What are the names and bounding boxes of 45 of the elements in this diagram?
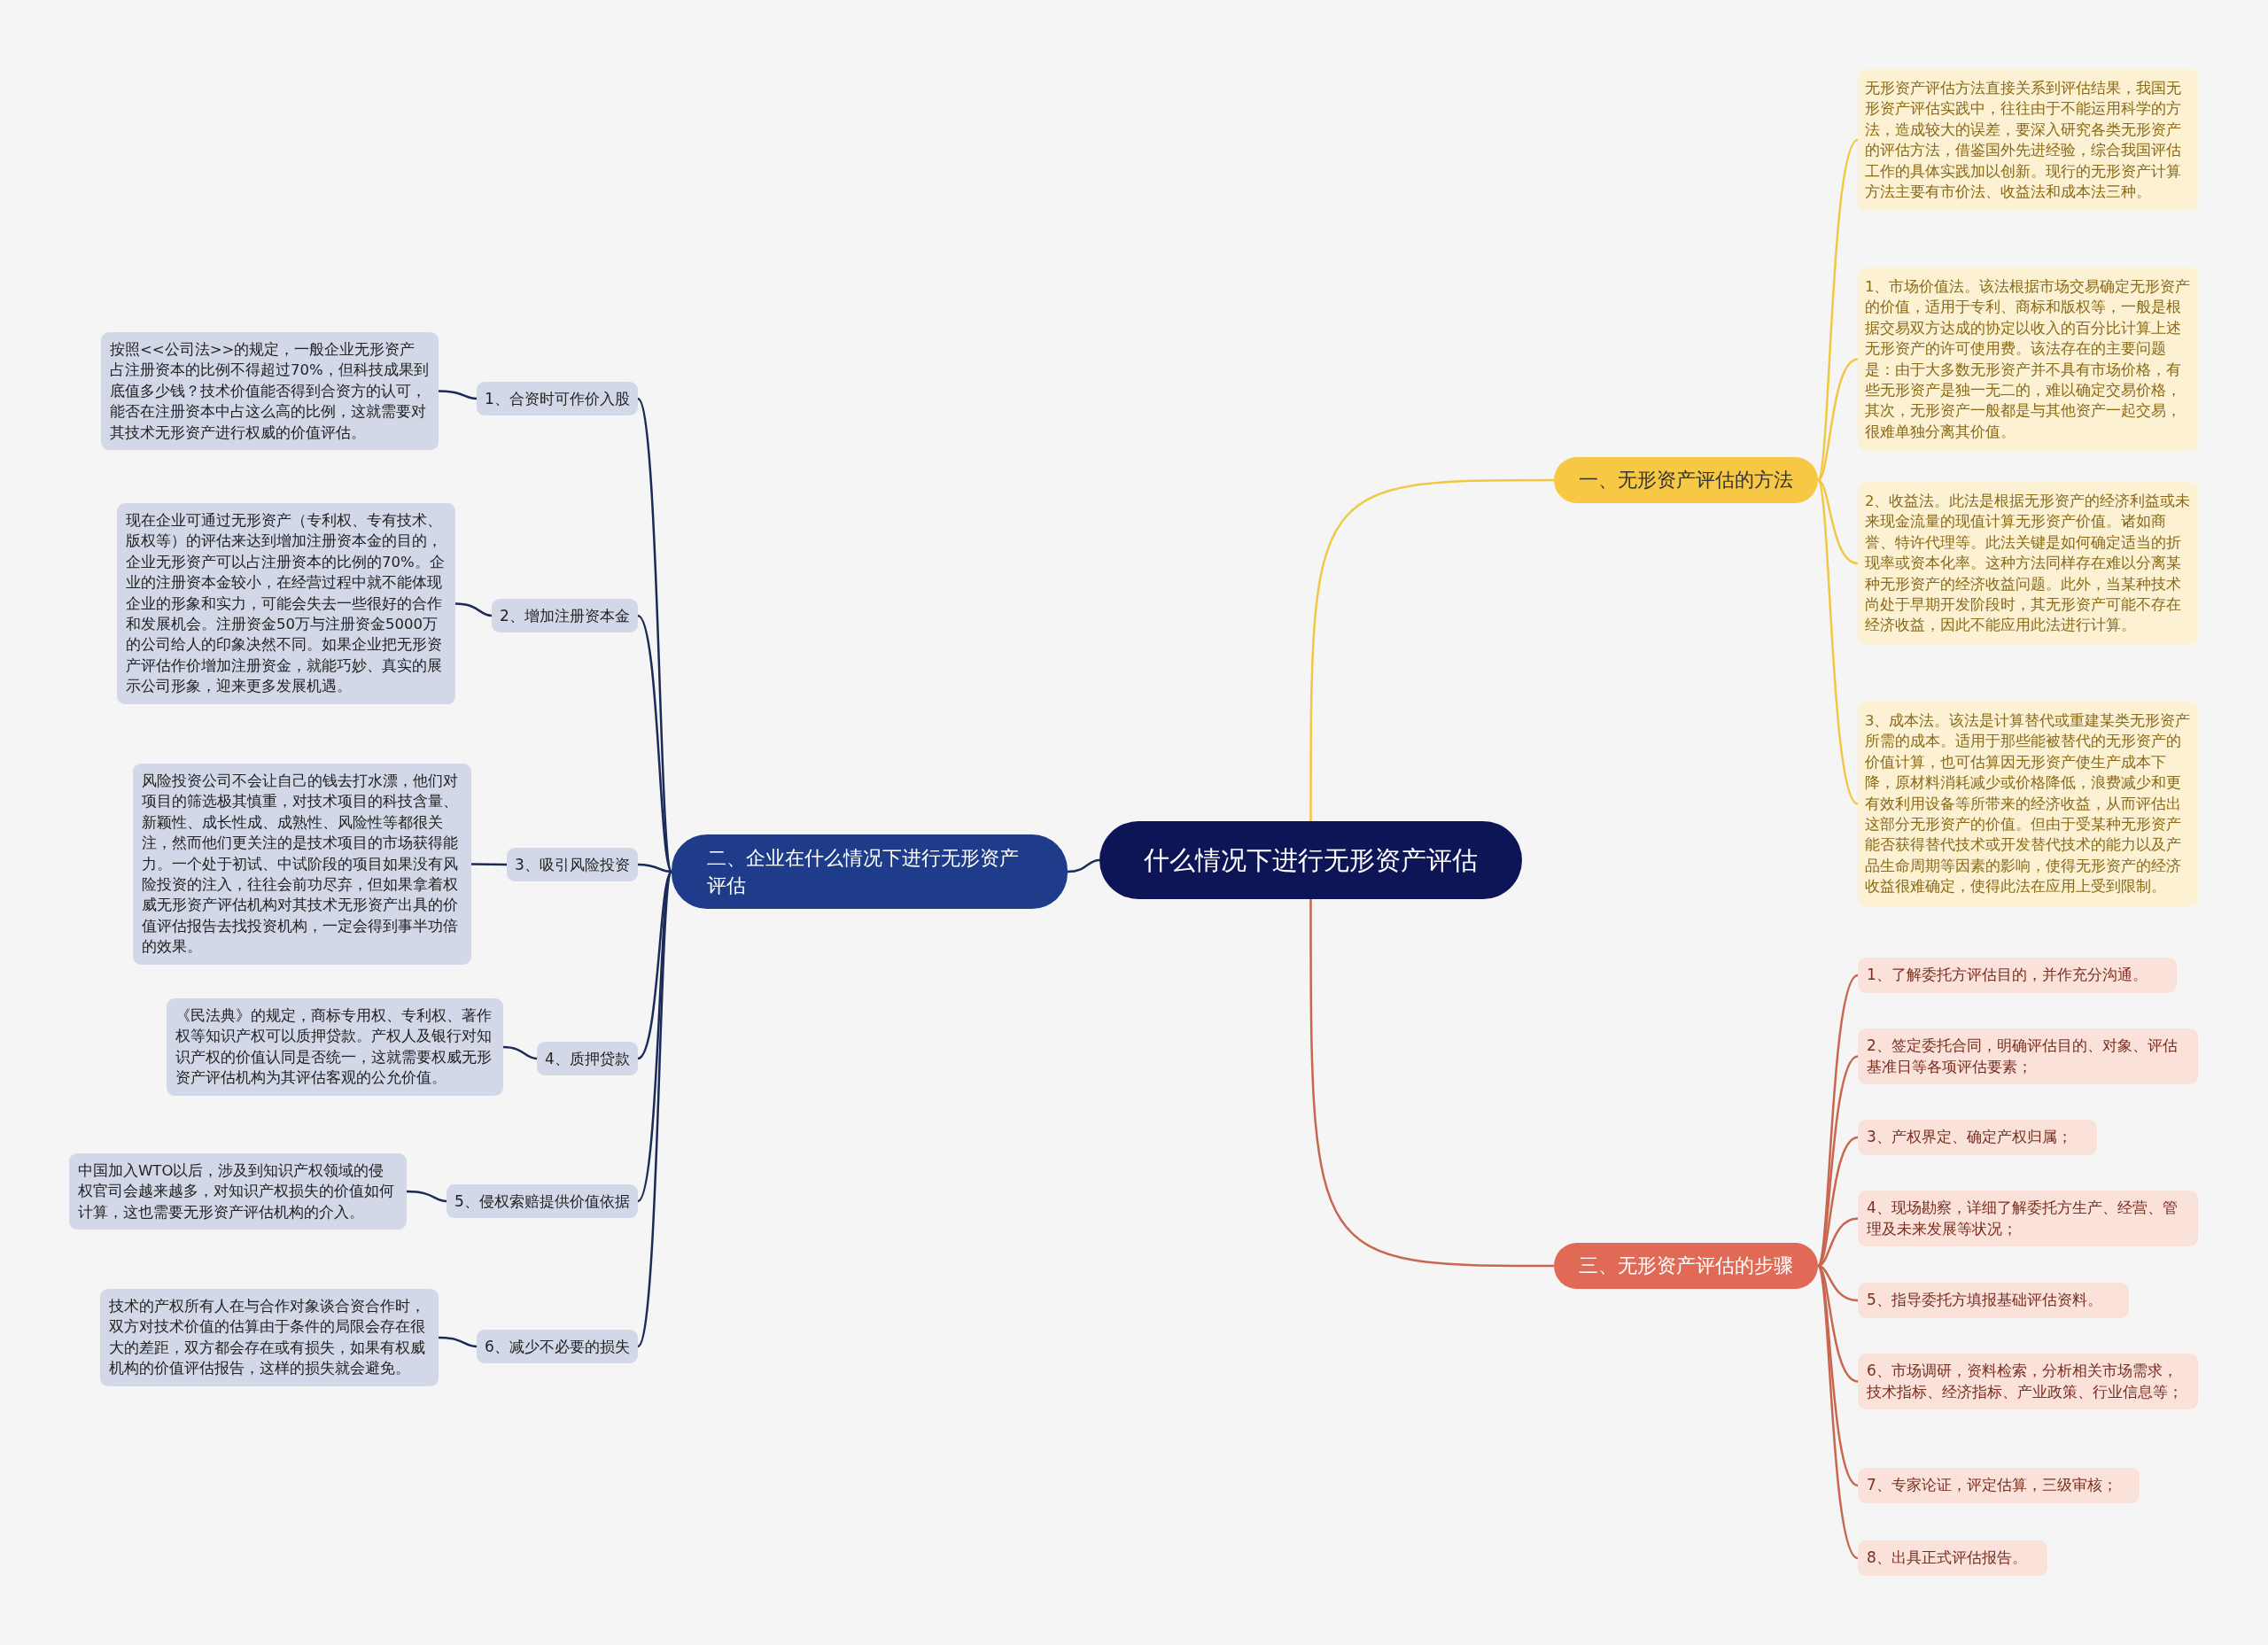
subtopic-box: 2、增加注册资本金 <box>492 599 638 632</box>
connector <box>637 615 673 873</box>
connector <box>471 863 507 866</box>
step-box: 5、指导委托方填报基础评估资料。 <box>1858 1283 2129 1318</box>
connector <box>1816 479 1859 805</box>
step-box: 7、专家论证，评定估算，三级审核； <box>1858 1468 2140 1503</box>
connector <box>502 1045 538 1060</box>
note-box: 3、成本法。该法是计算替代或重建某类无形资产所需的成本。适用于那些能被替代的无形资产的价值计算，也可估算因无形资产使生产成本下降，原材料消耗减少或价格降低，浪费减少和更有效利用设备等所带来的经济收益，从而评估出这部分无形资产的价值。但由于受某种无形资产能否获得替代技术或开发替代技术的能力以及产品生命周期等因素的影响，使得无形资产的经济收益很难确定，使得此法在应用上受到限制。 <box>1858 702 2198 906</box>
connector <box>1817 358 1859 481</box>
connector <box>637 871 672 1059</box>
connector <box>454 602 493 617</box>
connector <box>637 863 672 873</box>
step-box: 3、产权界定、确定产权归属； <box>1858 1120 2097 1155</box>
step-box: 8、出具正式评估报告。 <box>1858 1540 2047 1576</box>
step-box: 1、了解委托方评估目的，并作充分沟通。 <box>1858 958 2177 993</box>
subtopic-box: 4、质押贷款 <box>537 1042 638 1075</box>
connector <box>406 1190 447 1203</box>
note-box: 2、收益法。此法是根据无形资产的经济利益或未来现金流量的现值计算无形资产价值。诸如商誉、特许代理等。此法关键是如何确定适当的折现率或资本化率。这种方法同样存在难以分离某种无形资产的经济收益问题。此外，当某种技术尚处于早期开发阶段时，其无形资产可能不存在经济收益，因此不能应用此法进行计算。 <box>1858 482 2198 645</box>
connector <box>1817 478 1859 565</box>
note-box: 1、市场价值法。该法根据市场交易确定无形资产的价值，适用于专利、商标和版权等，一般是根据交易双方达成的协定以收入的百分比计算上述无形资产的许可使用费。该法存在的主要问题是：由于大多数无形资产并不具有市场价格，有些无形资产是独一无二的，难以确定交易价格，其次，无形资产一般都是与其他资产一起交易，很难单独分离其价值。 <box>1858 268 2198 452</box>
note-box: 无形资产评估方法直接关系到评估结果，我国无形资产评估实践中，往往由于不能运用科学的方法，造成较大的误差，要深入研究各类无形资产的评估方法，借鉴国外先进经验，综合我国评估工作的具体实践加以创新。现行的无形资产计算方法主要有市价法、收益法和成本法三种。 <box>1858 69 2198 212</box>
branch-topic-box: 一、无形资产评估的方法 <box>1554 457 1818 503</box>
connector <box>1067 858 1100 873</box>
connector <box>1309 478 1554 821</box>
step-box: 4、现场勘察，详细了解委托方生产、经营、管理及未来发展等状况； <box>1858 1191 2198 1246</box>
subtopic-box: 3、吸引风险投资 <box>507 848 638 881</box>
connector <box>438 1336 478 1348</box>
subtopic-box: 6、减少不必要的损失 <box>477 1330 638 1363</box>
step-box: 2、签定委托合同，明确评估目的、对象、评估基准日等各项评估要素； <box>1858 1028 2198 1084</box>
note-box: 中国加入WTO以后，涉及到知识产权领域的侵权官司会越来越多，对知识产权损失的价值如何计算，这也需要无形资产评估机构的介入。 <box>69 1153 407 1230</box>
note-box: 按照<<公司法>>的规定，一般企业无形资产占注册资本的比例不得超过70%，但科技成果到底值多少钱？技术价值能否得到合资方的认可，能否在注册资本中占这么高的比例，这就需要对其技术无形资产进行权威的价值评估。 <box>101 332 439 451</box>
branch-topic-box: 二、企业在什么情况下进行无形资产评估 <box>672 834 1068 909</box>
connector <box>1816 1265 1859 1559</box>
note-box: 风险投资公司不会让自己的钱去打水漂，他们对项目的筛选极其慎重，对技术项目的科技含量、新颖性、成长性成、成熟性、风险性等都很关注，然而他们更关注的是技术项目的市场获得能力。一个处于初试、中试阶段的项目如果没有风险投资的注入，往往会前功尽弃，但如果拿着权威无形资产评估机构对其技术无形资产出具的价值评估报告去找投资机构，一定会得到事半功倍的效果。 <box>133 764 471 965</box>
note-box: 技术的产权所有人在与合作对象谈合资合作时，双方对技术价值的估算由于条件的局限会存在很大的差距，双方都会存在或有损失，如果有权威机构的价值评估报告，这样的损失就会避免。 <box>100 1289 439 1386</box>
connector <box>1816 139 1859 481</box>
central-topic-box: 什么情况下进行无形资产评估 <box>1099 821 1522 899</box>
connector <box>1309 899 1554 1268</box>
connector <box>438 390 478 400</box>
step-box: 6、市场调研，资料检索，分析相关市场需求，技术指标、经济指标、产业政策、行业信息等； <box>1858 1354 2198 1409</box>
subtopic-box: 5、侵权索赔提供价值依据 <box>447 1184 638 1218</box>
note-box: 《民法典》的规定，商标专用权、专利权、著作权等知识产权可以质押贷款。产权人及银行对知识产权的价值认同是否统一，这就需要权威无形资产评估机构为其评估客观的公允价值。 <box>167 998 503 1096</box>
branch-topic-box: 三、无形资产评估的步骤 <box>1554 1243 1818 1289</box>
subtopic-box: 1、合资时可作价入股 <box>477 382 638 415</box>
note-box: 现在企业可通过无形资产（专利权、专有技术、版权等）的评估来达到增加注册资本金的目的，企业无形资产可以占注册资本的比例的70%。企业的注册资本金较小，在经营过程中就不能体现企业的形象和实力，可能会失去一些很好的合作和发展机会。注册资金50万与注册资金5000万的公司给人的印象决然不同。如果企业把无形资产评估作价增加注册资金，就能巧妙、真实的展示公司形象，迎来更多发展机遇。 <box>117 503 455 704</box>
